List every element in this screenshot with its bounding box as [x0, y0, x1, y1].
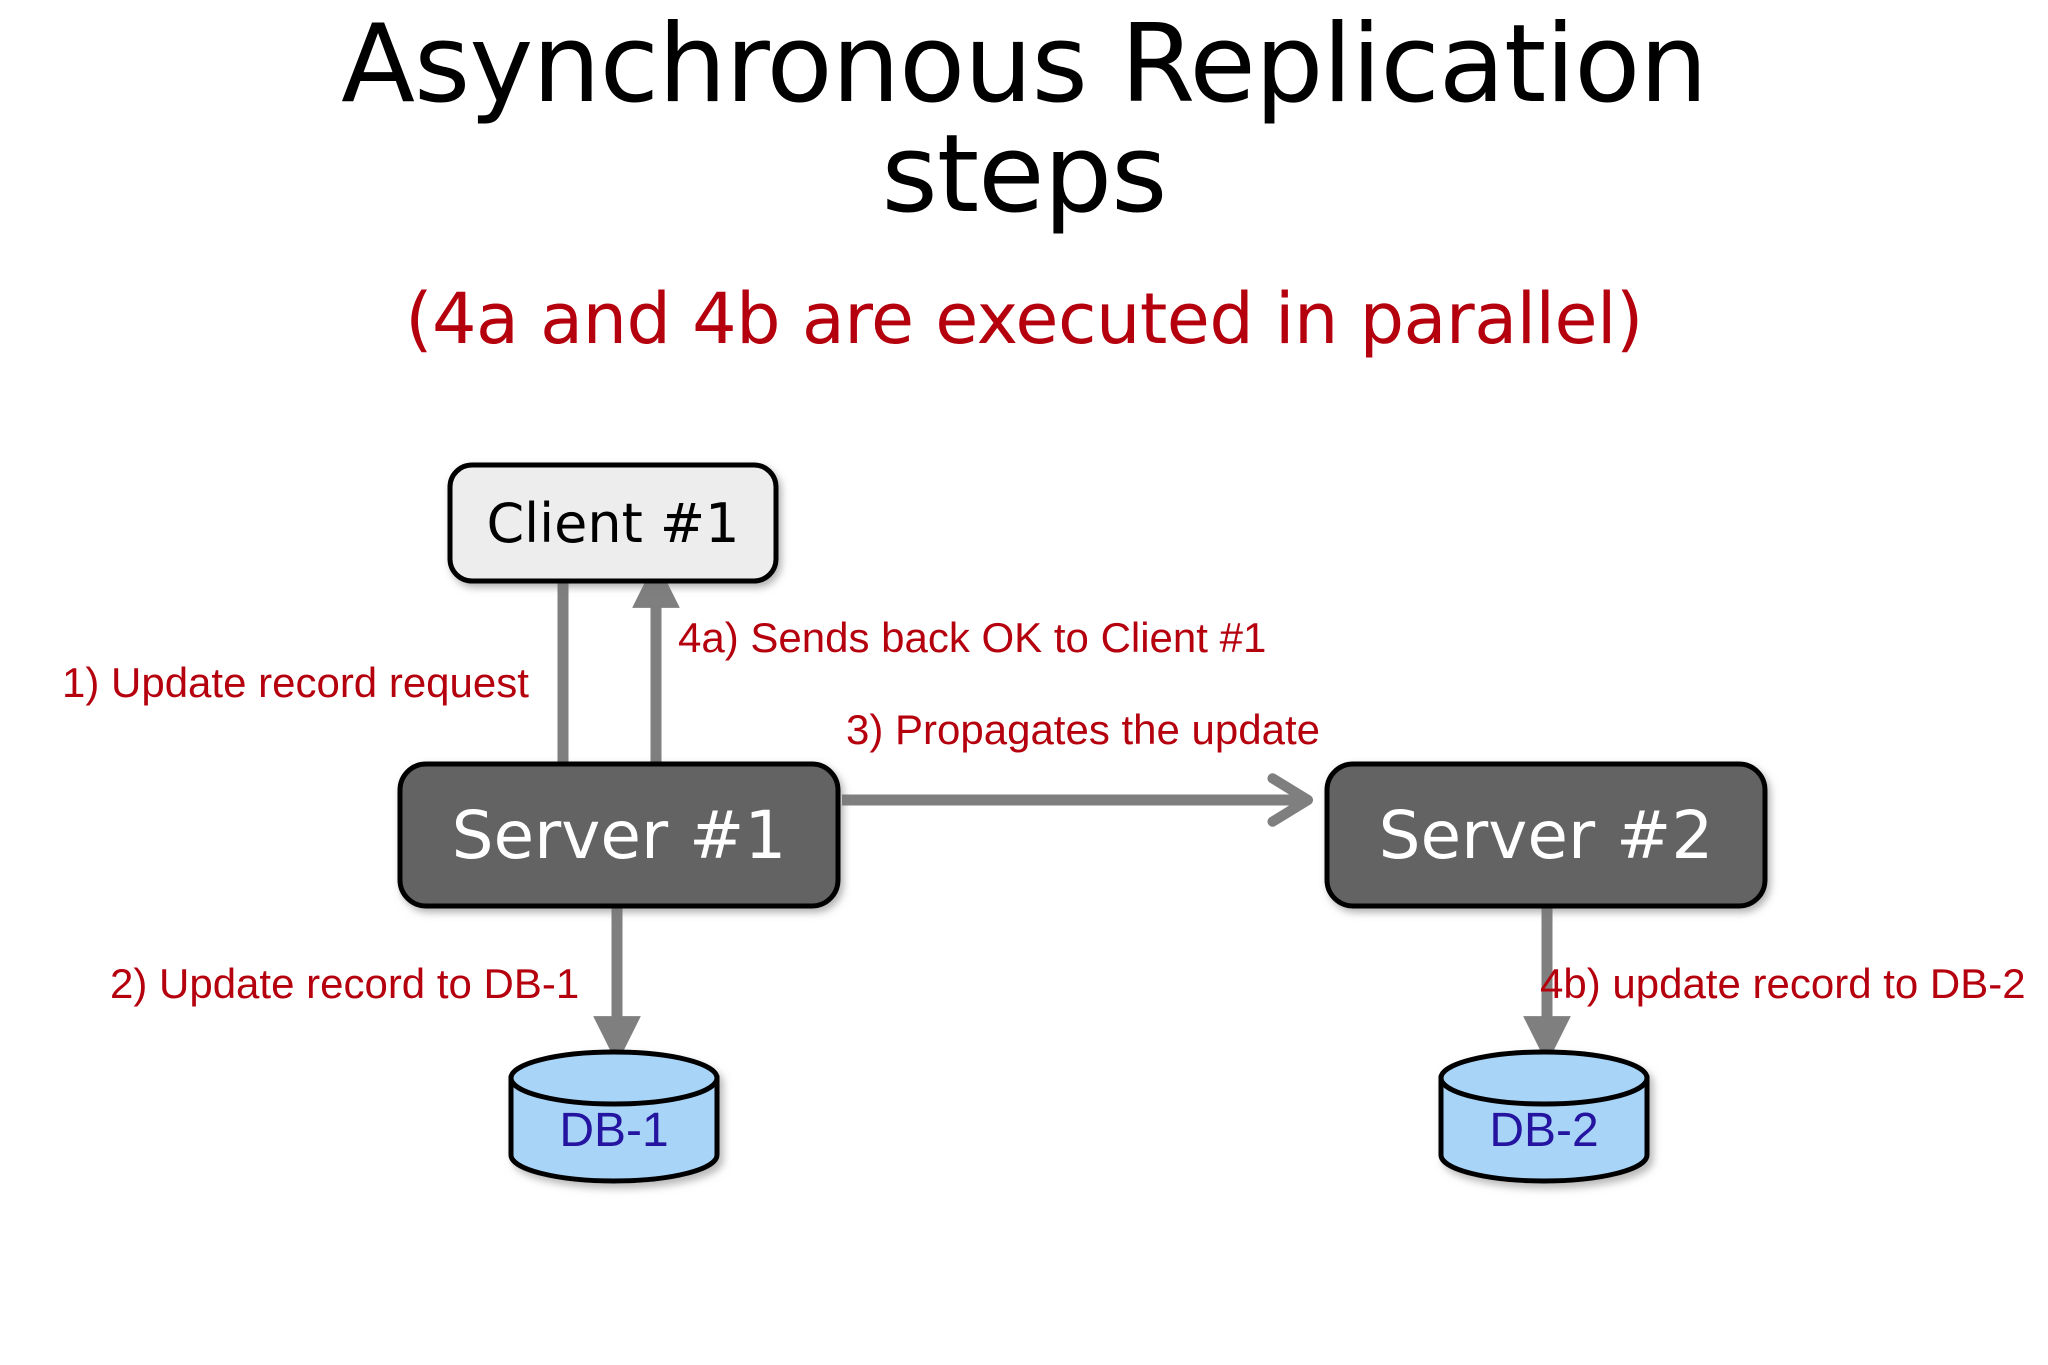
node-server2[interactable]: [1324, 761, 1768, 909]
page-subtitle: (4a and 4b are executed in parallel): [405, 278, 1643, 360]
step-label-4a: 4a) Sends back OK to Client #1: [678, 614, 1267, 661]
node-db1[interactable]: [508, 1049, 720, 1184]
step-label-3: 3) Propagates the update: [846, 706, 1321, 753]
title-block: Asynchronous Replication steps: [0, 2, 2048, 238]
step-label-4b: 4b) update record to DB-2: [1540, 960, 2026, 1007]
node-db2[interactable]: [1438, 1049, 1650, 1184]
page-title-line-2: steps: [881, 112, 1168, 238]
page-title-line-1: Asynchronous Replication: [341, 2, 1708, 127]
step-label-2: 2) Update record to DB-1: [110, 960, 580, 1007]
step-label-1: 1) Update record request: [62, 659, 529, 706]
node-server1[interactable]: [397, 761, 841, 909]
node-client1[interactable]: [447, 462, 779, 584]
